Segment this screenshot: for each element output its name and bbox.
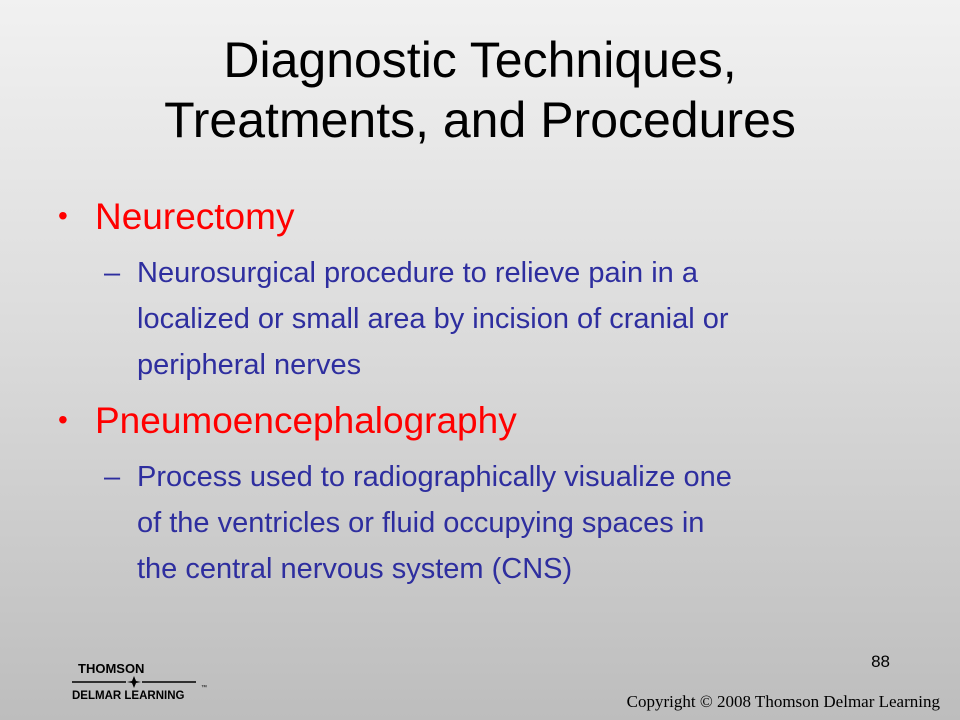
definition-line: peripheral nerves	[137, 349, 362, 381]
term-pneumoencephalography: Pneumoencephalography	[95, 400, 517, 441]
bullet-item-neurectomy: • Neurectomy	[58, 196, 294, 238]
dash-icon: –	[104, 257, 121, 289]
logo-top-text: THOMSON	[78, 661, 144, 676]
definition-line: of the ventricles or fluid occupying spa…	[137, 507, 705, 539]
definition-line: localized or small area by incision of c…	[137, 303, 729, 335]
definition-pneumoencephalography: – Process used to radiographically visua…	[104, 454, 924, 592]
bullet-icon: •	[58, 200, 68, 231]
bullet-icon: •	[58, 404, 68, 435]
slide-title-line-1: Diagnostic Techniques,	[223, 32, 737, 88]
dash-icon: –	[104, 461, 121, 493]
definition-neurectomy: – Neurosurgical procedure to relieve pai…	[104, 250, 924, 388]
trademark-symbol: ™	[201, 684, 207, 691]
star-icon	[127, 676, 141, 688]
bullet-item-pneumoencephalography: • Pneumoencephalography	[58, 400, 517, 442]
definition-line: Process used to radiographically visuali…	[137, 461, 732, 493]
definition-line: Neurosurgical procedure to relieve pain …	[137, 257, 698, 289]
slide-title: Diagnostic Techniques, Treatments, and P…	[0, 30, 960, 150]
thomson-delmar-logo: THOMSON DELMAR LEARNING ™	[72, 661, 207, 702]
term-neurectomy: Neurectomy	[95, 196, 295, 237]
slide-title-line-2: Treatments, and Procedures	[164, 92, 796, 148]
page-number: 88	[871, 652, 890, 671]
definition-line: the central nervous system (CNS)	[137, 553, 573, 585]
logo-bottom-text: DELMAR LEARNING	[72, 690, 184, 702]
copyright-notice: Copyright © 2008 Thomson Delmar Learning	[626, 692, 940, 711]
